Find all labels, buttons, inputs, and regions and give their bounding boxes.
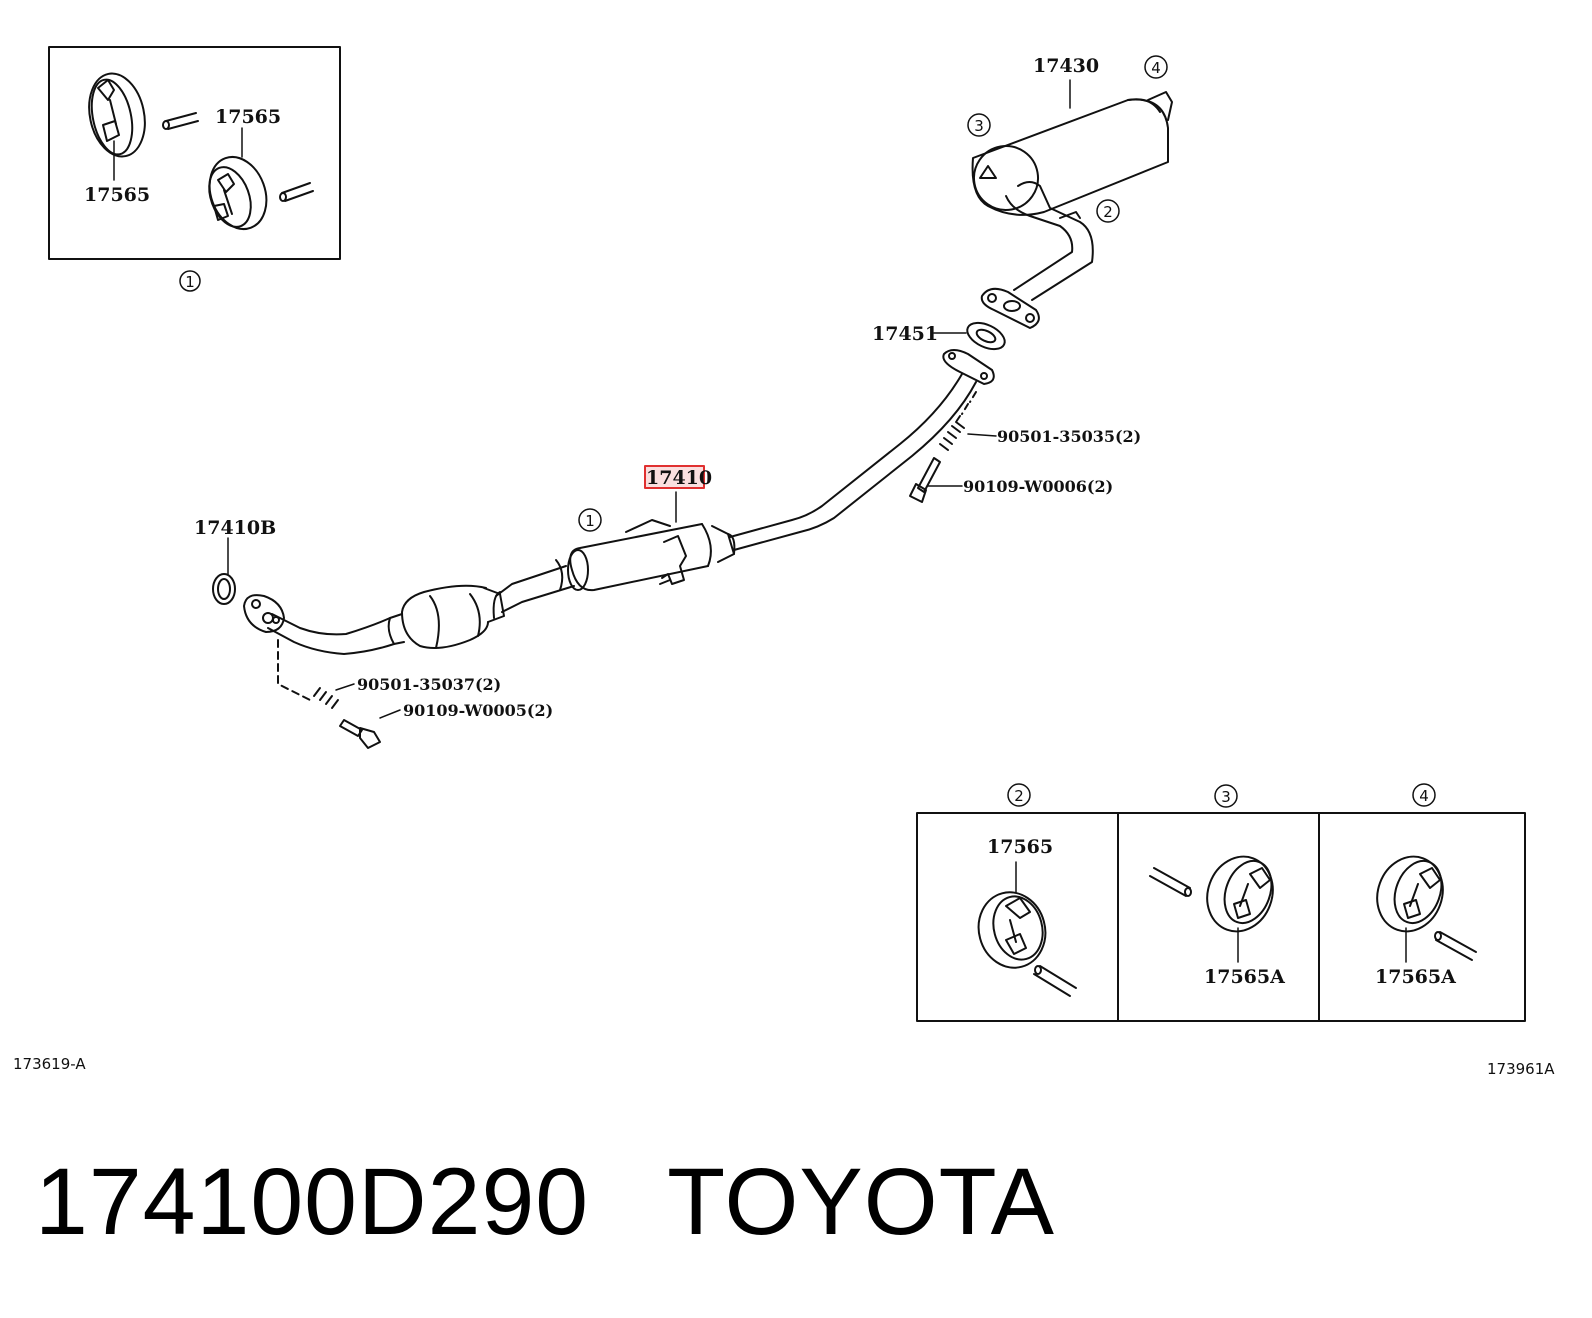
hanger-pin-icon (162, 112, 199, 130)
marker-number: 2 (1014, 787, 1024, 805)
hanger-pin-icon (1033, 965, 1077, 997)
highlight-box (644, 465, 705, 489)
marker-circle-icon (1007, 783, 1031, 807)
hanger-pin-icon (1149, 867, 1192, 897)
part-label-17410[interactable]: 17410 (646, 467, 712, 489)
bolt-icon (909, 457, 963, 503)
marker-number: 3 (1221, 788, 1231, 806)
muffler-drawing (971, 91, 1173, 329)
part-label-17565-c[interactable]: 17565 (987, 836, 1053, 858)
rubber-hanger-icon (977, 891, 1047, 969)
diagram-code-left: 173619-A (13, 1055, 86, 1073)
marker-number: 1 (185, 273, 195, 291)
spring-icon (939, 391, 997, 451)
marker-number: 1 (585, 512, 595, 530)
part-label-90109-w0006[interactable]: 90109-W0006(2) (963, 477, 1113, 496)
marker-number: 4 (1419, 787, 1429, 805)
brand-name: TOYOTA (667, 1149, 1055, 1255)
part-number: 174100D290 (35, 1149, 590, 1255)
rear-flange-icon (980, 287, 1040, 329)
part-label-17565-a[interactable]: 17565 (215, 106, 281, 128)
gasket-ring-icon (212, 573, 236, 605)
hanger-pin-icon (279, 182, 314, 202)
marker-circle-icon (1096, 199, 1120, 223)
marker-circle-icon (179, 270, 201, 292)
part-label-17565-b[interactable]: 17565 (84, 184, 150, 206)
part-label-17451[interactable]: 17451 (872, 323, 938, 345)
marker-number: 2 (1103, 203, 1113, 221)
spring-icon (277, 639, 355, 709)
marker-circle-icon (1214, 784, 1238, 808)
gasket-ring-icon (966, 321, 1006, 351)
part-label-17410b[interactable]: 17410B (194, 517, 276, 539)
diagram-code-right: 173961A (1487, 1060, 1555, 1078)
marker-circle-icon (578, 508, 602, 532)
part-label-17565a-a[interactable]: 17565A (1204, 966, 1285, 988)
inset-hanger-box-3 (1117, 812, 1320, 1022)
part-label-90501-35035[interactable]: 90501-35035(2) (997, 427, 1141, 446)
front-flange-icon (243, 594, 285, 633)
part-caption: 174100D290 TOYOTA (35, 1148, 1055, 1257)
rubber-hanger-icon (1376, 855, 1444, 933)
part-label-90109-w0005[interactable]: 90109-W0005(2) (403, 701, 553, 720)
inset-hanger-box-4 (1318, 812, 1526, 1022)
bolt-icon (339, 709, 401, 749)
marker-circle-icon (1412, 783, 1436, 807)
hanger-pin-icon (1434, 931, 1477, 961)
rubber-hanger-icon (88, 72, 146, 158)
inset-hanger-box-1 (48, 46, 341, 260)
part-label-90501-35037[interactable]: 90501-35037(2) (357, 675, 501, 694)
part-label-17565a-b[interactable]: 17565A (1375, 966, 1456, 988)
rubber-hanger-icon (1206, 855, 1274, 933)
center-pipe-drawing (243, 349, 995, 655)
rubber-hanger-icon (208, 156, 268, 230)
marker-circle-icon (967, 113, 991, 137)
part-label-17430[interactable]: 17430 (1033, 55, 1099, 77)
marker-number: 3 (974, 117, 984, 135)
marker-circle-icon (1144, 55, 1168, 79)
marker-number: 4 (1151, 59, 1161, 77)
